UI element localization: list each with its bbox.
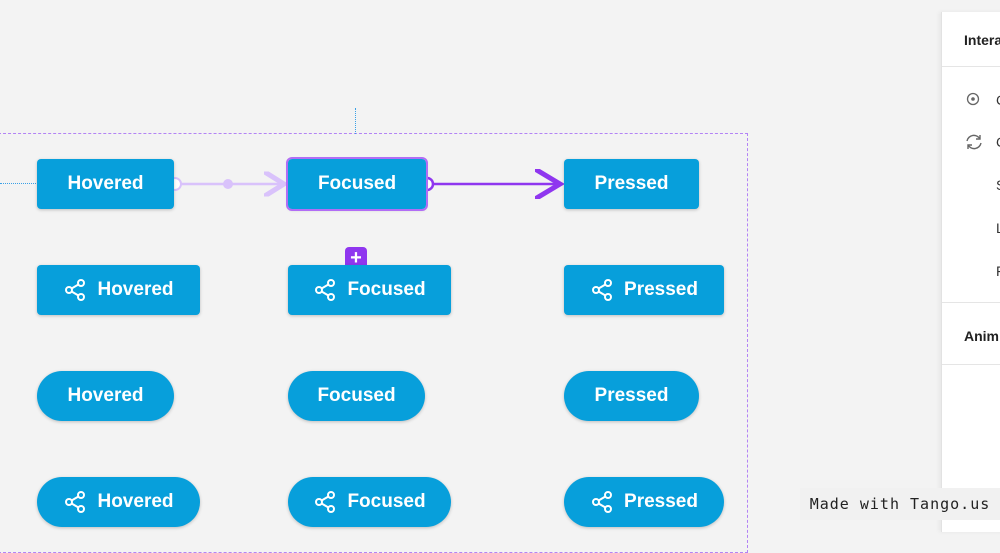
panel-item-label[interactable]: C [996, 134, 1000, 150]
button-focused-row2[interactable]: Focused [288, 265, 451, 315]
guide-line-vertical [355, 108, 356, 134]
button-pressed-row1[interactable]: Pressed [564, 159, 699, 209]
button-pressed-row3[interactable]: Pressed [564, 371, 699, 421]
button-pressed-row4[interactable]: Pressed [564, 477, 724, 527]
share-icon [313, 278, 337, 302]
button-hovered-row1[interactable]: Hovered [37, 159, 174, 209]
button-hovered-row2[interactable]: Hovered [37, 265, 200, 315]
panel-sub-item[interactable]: S [996, 177, 1000, 193]
button-label: Pressed [624, 491, 698, 512]
share-icon [63, 490, 87, 514]
button-label: Hovered [67, 173, 144, 194]
panel-divider [942, 66, 1000, 67]
panel-section-title: Anim [964, 328, 999, 344]
button-label: Hovered [67, 385, 144, 406]
panel-section-title: Intera [964, 32, 1000, 48]
button-focused-row4[interactable]: Focused [288, 477, 451, 527]
panel-item-label[interactable]: C [996, 92, 1000, 108]
button-pressed-row2[interactable]: Pressed [564, 265, 724, 315]
button-label: Focused [317, 385, 396, 406]
panel-divider [942, 302, 1000, 303]
button-label: Focused [347, 491, 426, 512]
interactions-panel: Intera C C S L F Anim [941, 12, 1000, 532]
add-interaction-button[interactable]: + [345, 247, 367, 269]
button-focused-row1[interactable]: Focused [286, 157, 428, 211]
button-hovered-row3[interactable]: Hovered [37, 371, 174, 421]
button-label: Focused [347, 279, 426, 300]
panel-sub-item[interactable]: F [996, 263, 1000, 279]
panel-sub-item[interactable]: L [996, 220, 1000, 236]
guide-line-horizontal [0, 183, 36, 184]
share-icon [590, 278, 614, 302]
panel-divider [942, 364, 1000, 365]
share-icon [590, 490, 614, 514]
button-label: Hovered [97, 279, 174, 300]
button-label: Pressed [594, 173, 669, 194]
button-label: Pressed [594, 385, 669, 406]
share-icon [63, 278, 87, 302]
button-label: Focused [317, 173, 397, 194]
share-icon [313, 490, 337, 514]
button-focused-row3[interactable]: Focused [288, 371, 425, 421]
button-label: Hovered [97, 491, 174, 512]
refresh-icon [964, 133, 984, 154]
button-label: Pressed [624, 279, 698, 300]
target-icon [966, 92, 980, 109]
plus-icon: + [350, 247, 362, 269]
tango-watermark: Made with Tango.us [800, 488, 1000, 520]
button-hovered-row4[interactable]: Hovered [37, 477, 200, 527]
